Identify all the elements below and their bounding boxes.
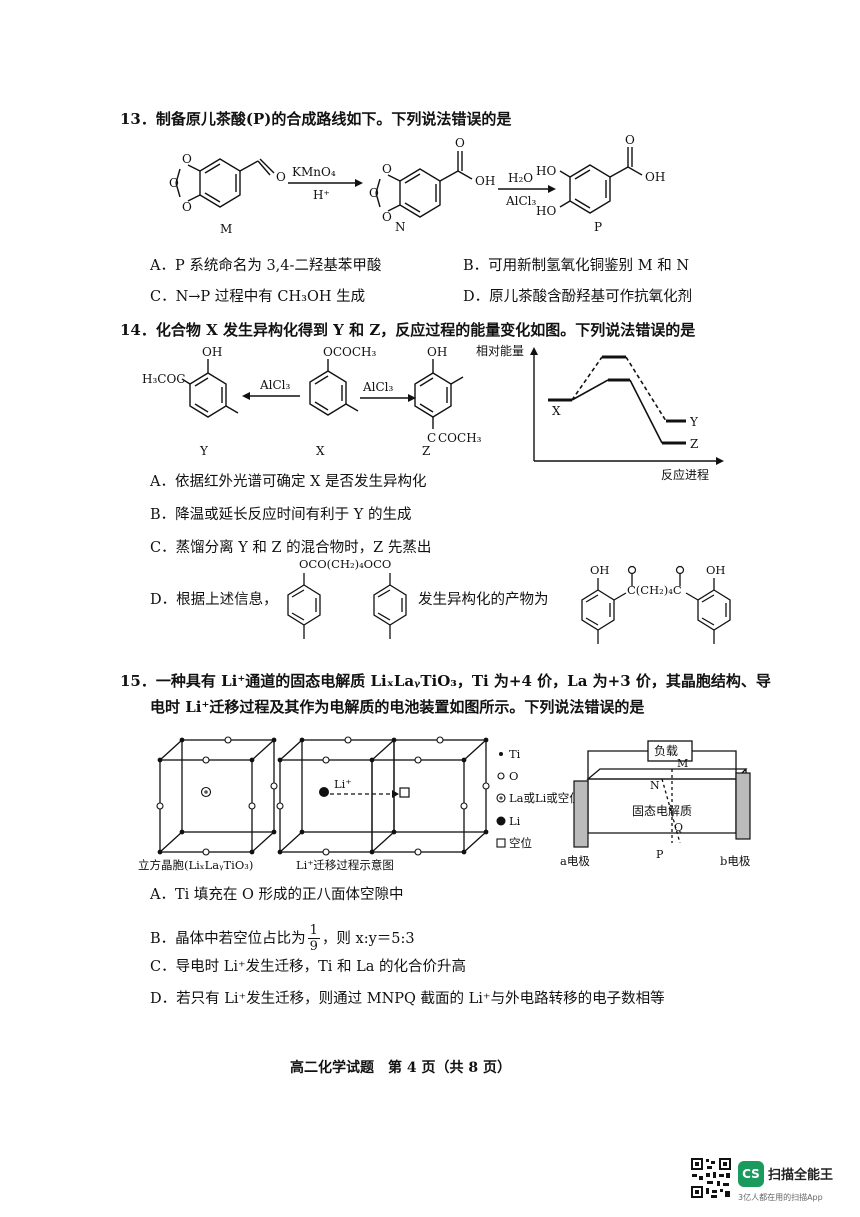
q15-crystal-cells: Li⁺ 立方晶胞(LiₓLaᵧTiO₃) Li⁺迁移过程示意图 Ti O La或… [138,736,581,872]
q14-option-b: B．降温或延长反应时间有利于 Y 的生成 [150,507,412,523]
page-footer: 高二化学试题 第 4 页（共 8 页） [290,1060,511,1076]
svg-text:P: P [594,220,602,234]
q15-option-d: D．若只有 Li⁺发生迁移，则通过 MNPQ 截面的 Li⁺与外电路转移的电子数… [150,991,665,1007]
svg-text:OCOCH₃: OCOCH₃ [323,345,377,359]
svg-text:Li: Li [509,814,521,828]
q13-option-b: B．可用新制氢氧化铜鉴别 M 和 N [463,258,690,274]
svg-text:Z: Z [422,444,430,458]
q14-option-c: C．蒸馏分离 Y 和 Z 的混合物时，Z 先蒸出 [150,540,432,556]
svg-text:M: M [220,222,232,236]
svg-text:La或Li或空位: La或Li或空位 [509,791,581,805]
svg-text:O: O [382,210,392,224]
q15-option-b-suffix: ，则 x:y＝5:3 [321,930,415,947]
q15-stem-line2: 电时 Li⁺迁移过程及其作为电解质的电池装置如图所示。下列说法错误的是 [150,698,645,716]
q15-option-b-denominator: 9 [309,939,318,954]
svg-text:H₂O: H₂O [508,171,533,185]
q15-option-b-numerator: 1 [307,923,320,939]
qr-code-icon [690,1157,732,1199]
q13-option-a: A．P 系统命名为 3,4-二羟基苯甲酸 [150,258,382,274]
svg-text:C(CH₂)₄C: C(CH₂)₄C [627,583,682,597]
q14-option-d-mid: 发生异构化的产物为 [418,592,549,608]
svg-text:OH: OH [590,563,609,577]
svg-text:Y: Y [199,444,209,458]
q14-stem: 14．化合物 X 发生异构化得到 Y 和 Z，反应过程的能量变化如图。下列说法错… [120,321,696,339]
q15-option-b-prefix: B．晶体中若空位占比为 [150,930,306,947]
q15-stem-line1: 15．一种具有 Li⁺通道的固态电解质 LiₓLaᵧTiO₃，Ti 为+4 价，… [120,672,771,690]
svg-text:C: C [427,431,436,445]
q15-option-b: B．晶体中若空位占比为 1 9 ，则 x:y＝5:3 [150,923,415,954]
svg-text:负载: 负载 [654,744,678,758]
svg-text:OH: OH [202,345,222,359]
svg-text:HO: HO [536,164,556,178]
scanner-tagline: 3亿人都在用的扫描App [738,1193,823,1202]
q14-isomerization-scheme: OH H₃COC OCOCH₃ AlCl₃ AlCl₃ OH C COCH₃ Y… [142,345,482,458]
svg-text:相对能量: 相对能量 [476,344,524,358]
svg-text:O: O [182,152,192,166]
svg-text:O: O [369,186,379,200]
svg-text:立方晶胞(LiₓLaᵧTiO₃): 立方晶胞(LiₓLaᵧTiO₃) [138,858,253,872]
svg-text:Li⁺迁移过程示意图: Li⁺迁移过程示意图 [296,858,394,872]
svg-text:X: X [552,404,561,418]
q15-option-c: C．导电时 Li⁺发生迁移，Ti 和 La 的化合价升高 [150,959,467,975]
svg-text:AlCl₃: AlCl₃ [362,380,394,394]
scanner-app-name: 扫描全能王 [768,1168,834,1183]
svg-text:O: O [382,162,392,176]
q13-option-d: D．原儿茶酸含酚羟基可作抗氧化剂 [463,289,693,305]
svg-text:KMnO₄: KMnO₄ [292,165,336,179]
svg-text:OH: OH [645,170,665,184]
svg-text:Z: Z [690,437,698,451]
svg-text:N: N [650,779,660,792]
svg-text:O: O [455,136,465,150]
svg-text:H₃COC: H₃COC [142,372,185,386]
svg-text:OH: OH [475,174,495,188]
svg-text:Li⁺: Li⁺ [334,777,351,791]
q14-energy-diagram: 相对能量 X Y Z 反应进程 [476,344,724,482]
svg-text:Ti: Ti [509,747,521,761]
q13-synthesis-route: O O O O KMnO₄ H⁺ O O O O OH H₂O AlCl₃ HO… [169,133,665,236]
svg-text:P: P [656,848,664,861]
svg-text:X: X [316,444,325,458]
svg-text:N: N [395,220,406,234]
svg-text:O: O [169,176,179,190]
svg-text:O: O [182,200,192,214]
svg-text:b电极: b电极 [720,854,751,868]
q15-option-b-fraction: 1 9 [307,923,320,954]
svg-text:AlCl₃: AlCl₃ [505,194,537,208]
svg-text:M: M [677,757,688,770]
q14-option-d-product: OH C(CH₂)₄C OH [581,563,731,644]
svg-text:a电极: a电极 [560,854,590,868]
svg-text:H⁺: H⁺ [313,188,330,202]
q15-option-a: A．Ti 填充在 O 形成的正八面体空隙中 [150,887,404,903]
q13-option-c: C．N→P 过程中有 CH₃OH 生成 [150,289,366,305]
q15-battery-device: 负载 M N 固态电解质 Q P a电极 b电极 [560,740,751,868]
q13-stem: 13．制备原儿茶酸(P)的合成路线如下。下列说法错误的是 [120,110,512,128]
svg-text:OCO(CH₂)₄OCO: OCO(CH₂)₄OCO [299,557,391,571]
svg-text:O: O [625,133,635,147]
svg-text:O: O [276,170,286,184]
q14-option-d-reactant: OCO(CH₂)₄OCO [287,557,407,639]
svg-text:Q: Q [674,821,683,834]
q14-option-d-prefix: D．根据上述信息， [150,592,278,608]
svg-text:空位: 空位 [509,836,532,850]
svg-text:固态电解质: 固态电解质 [632,804,692,818]
q14-option-a: A．依据红外光谱可确定 X 是否发生异构化 [150,474,427,490]
svg-text:HO: HO [536,204,556,218]
svg-text:OH: OH [706,563,725,577]
svg-text:O: O [509,769,518,783]
svg-text:反应进程: 反应进程 [661,467,709,482]
svg-text:Y: Y [689,415,699,429]
cs-scanner-logo-icon: CS [738,1161,764,1187]
svg-text:COCH₃: COCH₃ [438,431,482,445]
svg-text:OH: OH [427,345,447,359]
svg-text:AlCl₃: AlCl₃ [259,378,291,392]
